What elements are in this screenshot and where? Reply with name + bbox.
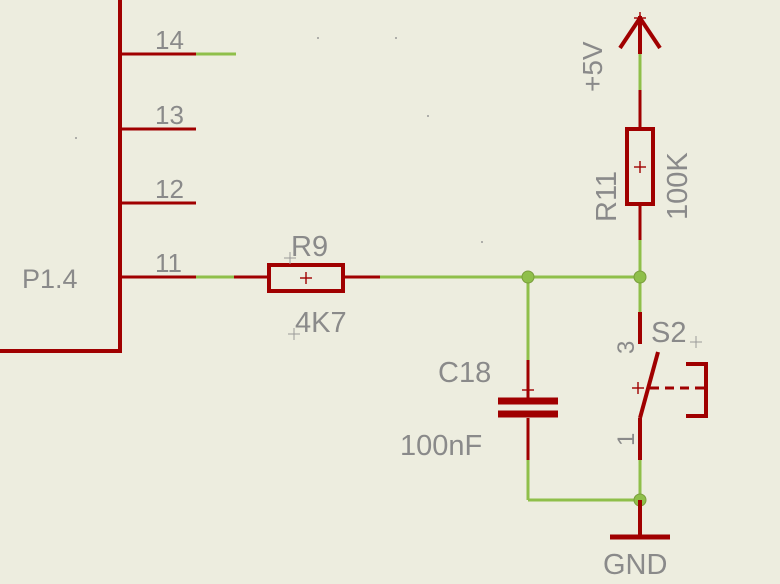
resistor-r11[interactable] <box>625 90 655 240</box>
ground-symbol[interactable] <box>610 500 670 540</box>
ic-body <box>0 0 122 353</box>
grid-dot <box>481 241 483 243</box>
c18-value-label: 100nF <box>400 430 482 462</box>
r9-name-label: R9 <box>291 231 328 263</box>
grid-dot <box>427 115 429 117</box>
c18-name-label: C18 <box>438 357 491 389</box>
supply-5v-symbol[interactable] <box>618 12 662 54</box>
ic-pin-14-number: 14 <box>155 25 184 55</box>
s2-pin-3-label: 3 <box>613 341 640 354</box>
capacitor-c18[interactable] <box>498 360 558 460</box>
s2-pin-1-label: 1 <box>613 433 640 446</box>
grid-dot <box>317 37 319 39</box>
s2-name-label: S2 <box>651 317 686 349</box>
r11-name-label: R11 <box>591 171 623 222</box>
switch-s2[interactable] <box>632 312 708 460</box>
ground-label: GND <box>603 549 667 581</box>
junction-dot <box>521 270 535 284</box>
r11-value-label: 100K <box>662 152 694 220</box>
r9-value-origin-cross <box>288 328 300 340</box>
junction-dot <box>633 270 647 284</box>
s2-name-origin-cross <box>690 336 702 348</box>
ic-pin-name-label: P1.4 <box>22 264 78 294</box>
grid-dot <box>395 37 397 39</box>
supply-5v-label: +5V <box>577 41 608 92</box>
ic-pin-12-number: 12 <box>155 174 184 204</box>
grid-dot <box>75 137 77 139</box>
ic-pin-11-number: 11 <box>155 248 182 278</box>
resistor-r9[interactable] <box>234 263 380 293</box>
ic-pin-13-number: 13 <box>155 100 184 130</box>
r9-value-label: 4K7 <box>295 307 347 339</box>
r9-name-origin-cross <box>284 252 296 264</box>
